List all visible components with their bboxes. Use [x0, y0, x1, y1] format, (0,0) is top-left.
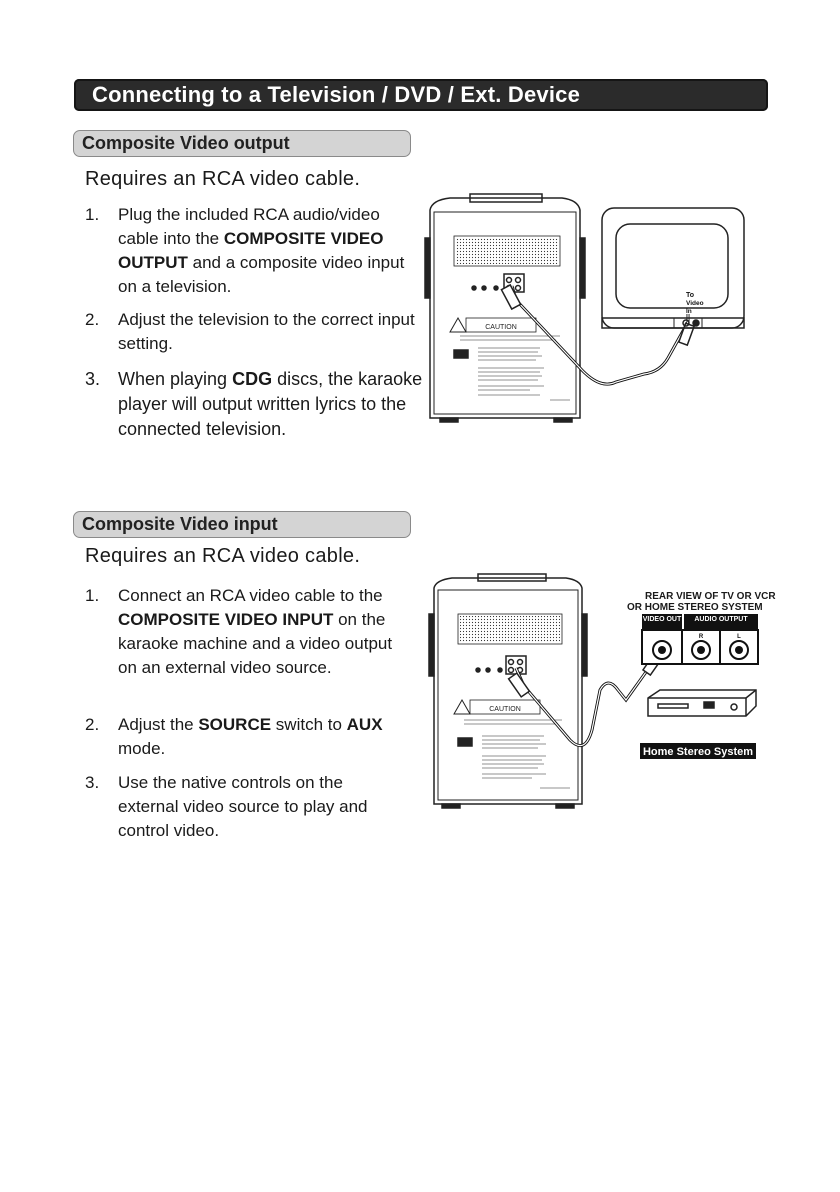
step-text: Connect an RCA video cable to the COMPOS… [118, 586, 393, 677]
input-step-2: 2. Adjust the SOURCE switch to AUX mode. [85, 713, 420, 761]
step-text: Plug the included RCA audio/video cable … [118, 205, 405, 296]
output-connection-diagram: CAUTION To Video In [424, 193, 745, 423]
output-section-header: Composite Video output [73, 130, 411, 157]
step-text: Use the native controls on the external … [118, 773, 368, 840]
tv-label-video: Video [686, 300, 704, 307]
video-out-label: VIDEO OUT [643, 616, 682, 623]
page-title-banner: Connecting to a Television / DVD / Ext. … [74, 79, 768, 111]
output-step-2: 2. Adjust the television to the correct … [85, 308, 420, 356]
step-number: 1. [85, 586, 100, 605]
stereo-system-label: Home Stereo System [643, 746, 753, 758]
caution-label: CAUTION [489, 706, 521, 713]
step-number: 2. [85, 310, 100, 329]
tv-label-in: In [686, 308, 692, 315]
input-requires-text: Requires an RCA video cable. [85, 545, 361, 567]
rear-panel-connectors [641, 614, 759, 665]
step-number: 1. [85, 205, 100, 224]
step-text: Adjust the SOURCE switch to AUX mode. [118, 715, 383, 758]
output-requires-text: Requires an RCA video cable. [85, 168, 361, 190]
input-section-title: Composite Video input [82, 514, 278, 534]
output-step-3: 3. When playing CDG discs, the karaoke p… [85, 367, 423, 439]
step-text: When playing CDG discs, the karaoke play… [118, 369, 423, 439]
step-number: 2. [85, 715, 100, 734]
stereo-label-bg [640, 743, 756, 759]
tv-label-to: To [686, 292, 694, 299]
rca-cable-line [510, 285, 690, 386]
output-step-1: 1. Plug the included RCA audio/video cab… [85, 203, 420, 299]
karaoke-machine-rear-icon [428, 573, 588, 809]
right-channel-label: R [699, 634, 704, 640]
karaoke-machine-rear-icon [424, 193, 586, 423]
input-step-1: 1. Connect an RCA video cable to the COM… [85, 584, 420, 704]
rear-view-label-2: OR HOME STEREO SYSTEM [627, 602, 763, 613]
input-section-header: Composite Video input [73, 511, 411, 538]
caution-label: CAUTION [485, 324, 517, 331]
stereo-device-icon [647, 689, 757, 717]
step-number: 3. [85, 369, 101, 389]
input-connection-diagram: CAUTION VIDEO OUT AUDIO OUTPUT R L Home … [428, 573, 759, 809]
rear-view-label-1: REAR VIEW OF TV OR VCR [645, 591, 776, 602]
input-step-3: 3. Use the native controls on the extern… [85, 771, 420, 843]
page-title: Connecting to a Television / DVD / Ext. … [92, 82, 581, 107]
step-text: Adjust the television to the correct inp… [118, 310, 415, 353]
output-section-title: Composite Video output [82, 133, 290, 153]
left-channel-label: L [737, 634, 741, 640]
television-icon [601, 207, 745, 329]
audio-output-label: AUDIO OUTPUT [694, 616, 748, 623]
step-number: 3. [85, 773, 100, 792]
